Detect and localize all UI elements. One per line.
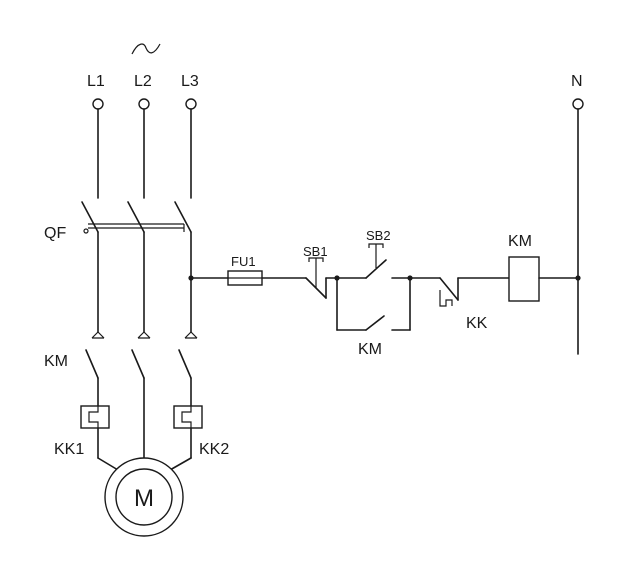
terminal-l3 (185, 98, 197, 110)
wire-l1-motor-slant (97, 457, 119, 471)
overload-relay-right (173, 405, 203, 429)
start-button-label: SB2 (366, 228, 391, 243)
coil-body (508, 256, 540, 302)
neutral-label: N (571, 73, 583, 90)
phase-label-l1: L1 (87, 73, 105, 90)
phase-label-l2: L2 (134, 73, 152, 90)
phase-label-l3: L3 (181, 73, 199, 90)
ac-symbol (131, 43, 161, 55)
breaker-label: QF (44, 225, 66, 242)
overload-contact-blade (439, 277, 459, 301)
overload-label-left: KK1 (54, 441, 84, 458)
start-button-contact (365, 259, 387, 279)
coil-label: KM (508, 233, 532, 250)
stop-button-cap (308, 257, 324, 262)
contactor-label: KM (44, 353, 68, 370)
breaker-blade-l2 (127, 201, 145, 233)
contactor-blade-l3 (178, 349, 192, 379)
fuse-label: FU1 (231, 254, 256, 269)
overload-label-right: KK2 (199, 441, 229, 458)
overload-element-left (88, 406, 99, 428)
breaker-blade-l1 (81, 201, 99, 233)
hold-contact-label: KM (358, 341, 382, 358)
breaker-trip-mark (83, 228, 89, 234)
overload-element-right (181, 406, 192, 428)
motor-inner (115, 468, 173, 526)
contactor-mark-l2 (137, 331, 151, 339)
breaker-blade-l3 (174, 201, 192, 233)
terminal-l1 (92, 98, 104, 110)
overload-relay-left (80, 405, 110, 429)
wire-l3-motor-slant (169, 457, 192, 471)
terminal-l2 (138, 98, 150, 110)
terminal-n (572, 98, 584, 110)
contactor-mark-l3 (184, 331, 198, 339)
contactor-mark-l1 (91, 331, 105, 339)
hold-contact-blade (365, 315, 385, 331)
stop-button-label: SB1 (303, 244, 328, 259)
contactor-blade-l2 (131, 349, 145, 379)
overload-contact-label: KK (466, 315, 488, 332)
start-button-cap (368, 243, 384, 248)
overload-contact-mark (439, 290, 453, 307)
motor-label: M (134, 485, 154, 512)
contactor-blade-l1 (85, 349, 99, 379)
